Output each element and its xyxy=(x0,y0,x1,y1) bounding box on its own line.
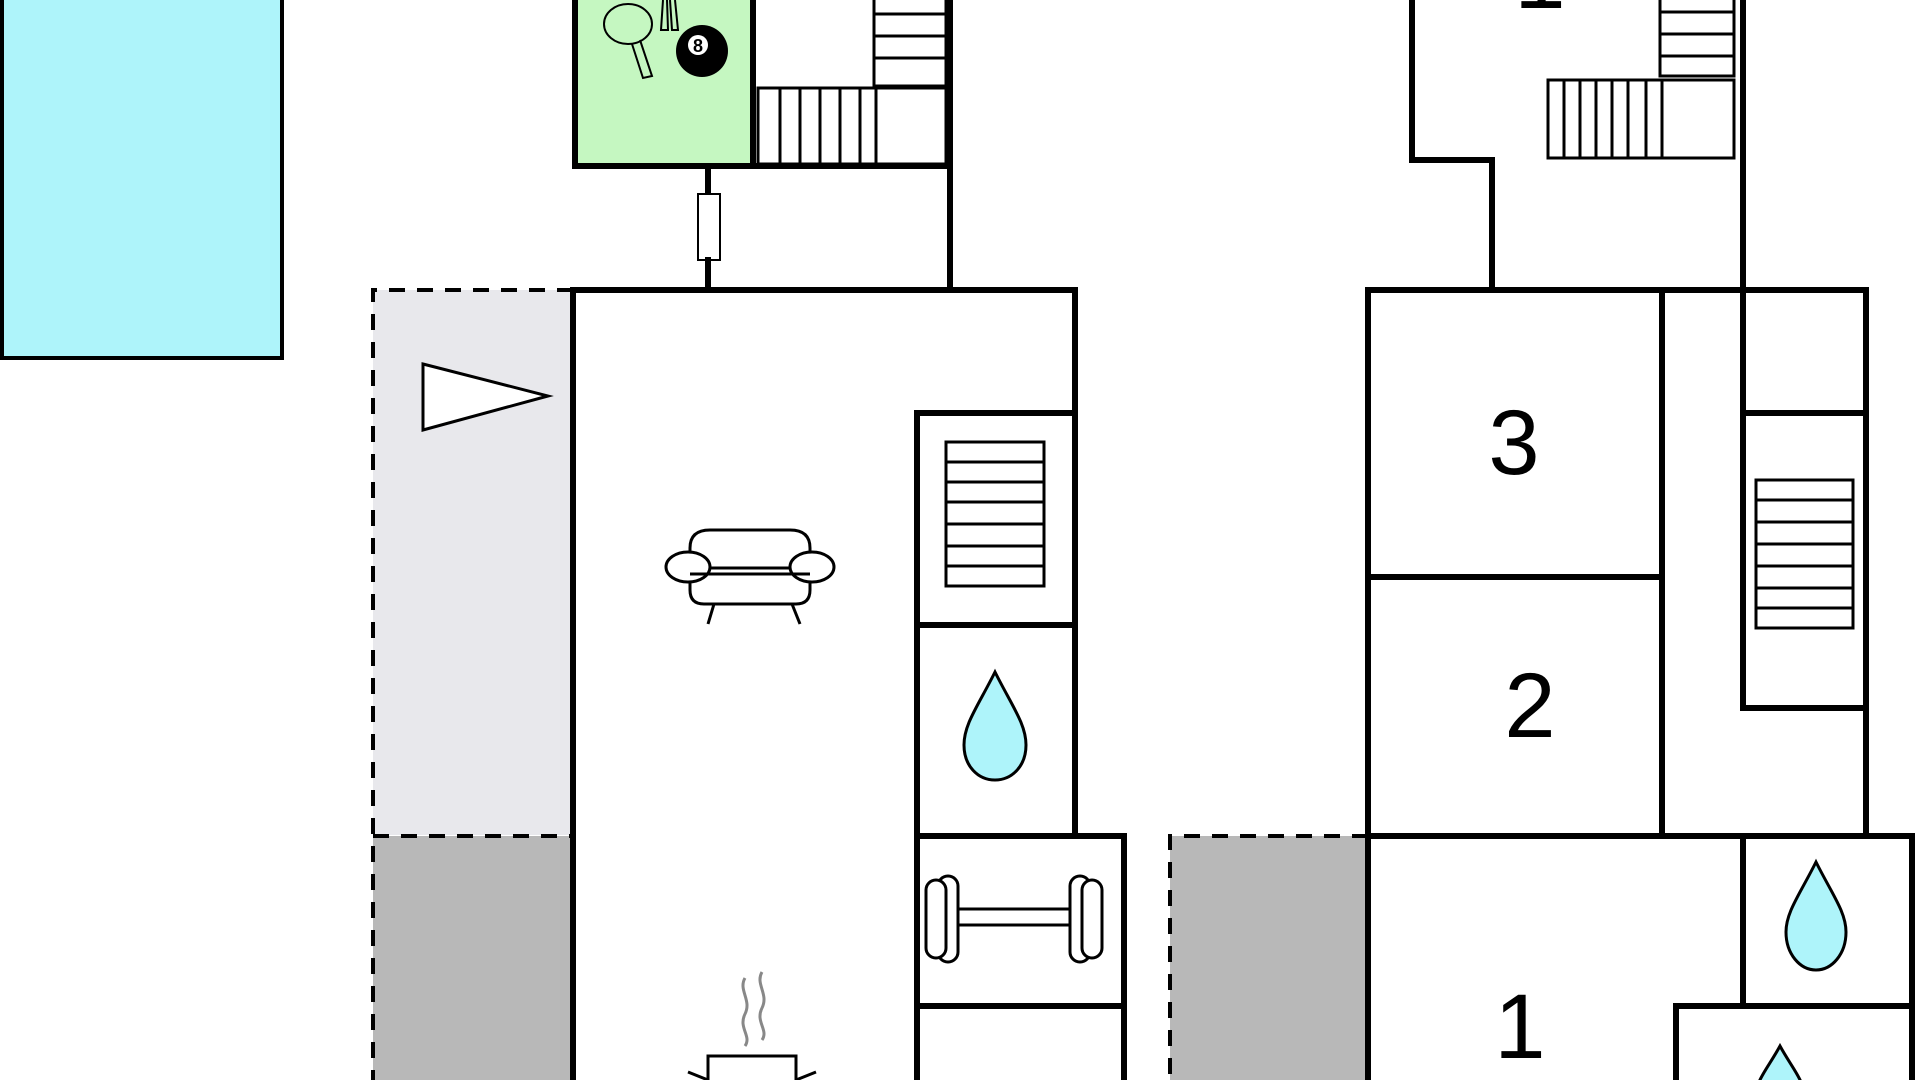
right-stair-room xyxy=(1740,287,1869,711)
terrace-dark-right xyxy=(1170,836,1368,1080)
service-rooms xyxy=(914,410,1078,1080)
bath-walls xyxy=(1673,833,1915,1080)
pool xyxy=(0,0,284,360)
stairs-icon xyxy=(756,0,948,166)
terrace-dark xyxy=(373,836,573,1080)
water-drop-icon xyxy=(1784,858,1848,972)
right-main-building xyxy=(1365,287,1915,1080)
water-drop-icon xyxy=(962,668,1028,782)
room-number-3: 3 xyxy=(1488,392,1539,494)
room-number-1: 1 xyxy=(1494,976,1545,1078)
room-number-top: 1 xyxy=(1514,0,1565,28)
water-drop-icon xyxy=(1758,1042,1802,1080)
room-number-2: 2 xyxy=(1504,655,1555,757)
stairs-icon xyxy=(944,440,1046,588)
dumbbell-icon xyxy=(924,874,1104,964)
stairs-icon xyxy=(1754,478,1855,630)
game-room-walls xyxy=(572,0,756,169)
cooking-steam-icon xyxy=(687,971,817,1080)
stairs-icon xyxy=(1546,0,1736,160)
sofa-icon xyxy=(664,528,836,625)
door[interactable] xyxy=(697,193,721,261)
terrace-light xyxy=(373,290,573,835)
right-top-building xyxy=(1409,0,1495,293)
terrace-right-dashed-border xyxy=(1168,834,1368,1080)
triangle-marker-icon xyxy=(421,362,554,432)
main-building-outline xyxy=(570,287,1127,1080)
game-room xyxy=(575,0,753,166)
billiard-ball-number: 8 xyxy=(693,36,703,56)
terrace-dashed-border xyxy=(371,288,573,1080)
table-tennis-billiards-icon: 8 xyxy=(603,0,728,80)
